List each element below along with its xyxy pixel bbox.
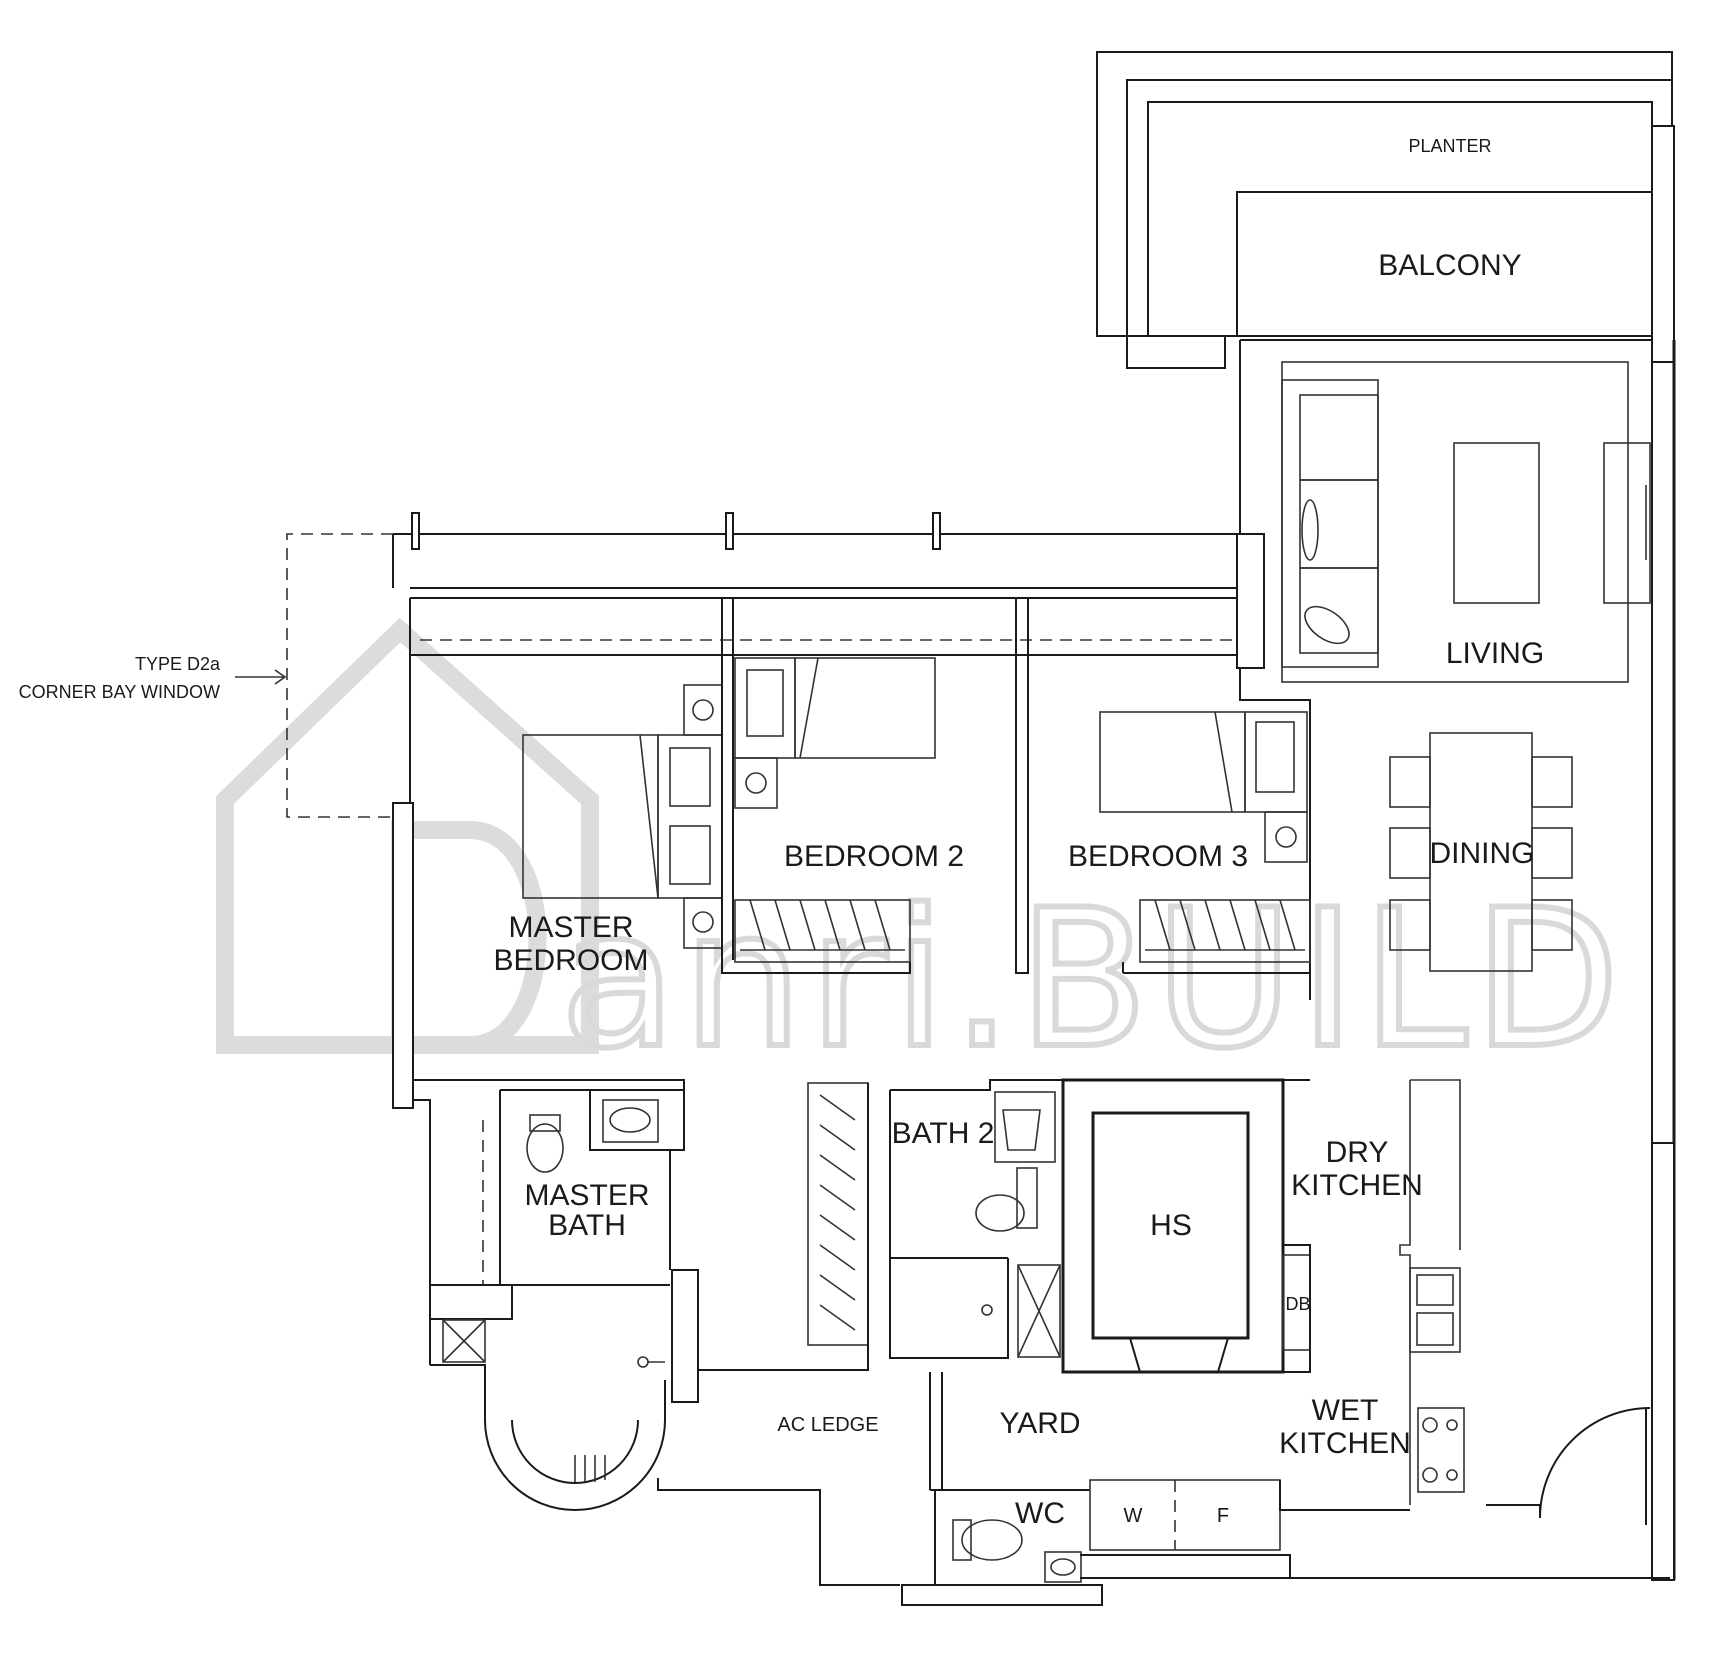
bedroom3-furniture bbox=[1099, 711, 1311, 963]
bath2-block bbox=[698, 1079, 1064, 1372]
bedroom2-furniture bbox=[734, 657, 936, 963]
label-ac-ledge: AC LEDGE bbox=[777, 1414, 878, 1436]
label-dining: DINING bbox=[1430, 837, 1535, 870]
annotation-line2: CORNER BAY WINDOW bbox=[19, 682, 220, 702]
bedroom2-3-partition bbox=[1015, 598, 1029, 974]
label-living: LIVING bbox=[1446, 637, 1544, 670]
bay-window-outline bbox=[286, 533, 393, 818]
room-labels: PLANTER BALCONY LIVING DINING BEDROOM 2 … bbox=[493, 136, 1544, 1530]
label-fridge: F bbox=[1217, 1505, 1229, 1527]
watermark-text: anri.BUILD bbox=[560, 869, 1626, 1090]
label-dry-kitchen-2: KITCHEN bbox=[1291, 1169, 1423, 1202]
label-washer: W bbox=[1124, 1505, 1143, 1527]
annotation-arrow bbox=[235, 669, 287, 685]
service-block bbox=[657, 1372, 1670, 1606]
label-bedroom3: BEDROOM 3 bbox=[1068, 840, 1248, 873]
label-planter: PLANTER bbox=[1408, 136, 1491, 156]
bedroom2-walls bbox=[721, 597, 911, 974]
label-balcony: BALCONY bbox=[1378, 249, 1521, 282]
dining-furniture bbox=[1389, 732, 1573, 972]
outer-walls bbox=[392, 339, 1676, 1581]
hs-block bbox=[1061, 1078, 1311, 1374]
living-furniture bbox=[1281, 361, 1651, 683]
master-bath bbox=[429, 1089, 699, 1511]
label-bath2: BATH 2 bbox=[892, 1117, 995, 1150]
label-master-bath-1: MASTER bbox=[524, 1179, 649, 1212]
label-wet-kitchen-2: KITCHEN bbox=[1279, 1427, 1411, 1460]
bedroom3-walls bbox=[1122, 700, 1311, 974]
balcony-block bbox=[1096, 51, 1675, 369]
watermark-logo bbox=[216, 617, 599, 1054]
label-wc: WC bbox=[1015, 1497, 1065, 1530]
label-bedroom2: BEDROOM 2 bbox=[784, 840, 964, 873]
kitchen-block bbox=[1399, 1079, 1651, 1525]
label-master-bedroom-1: MASTER bbox=[508, 911, 633, 944]
label-yard: YARD bbox=[999, 1407, 1080, 1440]
label-dry-kitchen-1: DRY bbox=[1326, 1136, 1389, 1169]
label-master-bedroom-2: BEDROOM bbox=[493, 944, 648, 977]
annotation-line1: TYPE D2a bbox=[135, 654, 221, 674]
label-wet-kitchen-1: WET bbox=[1312, 1394, 1379, 1427]
label-master-bath-2: BATH bbox=[548, 1209, 626, 1242]
label-hs: HS bbox=[1150, 1209, 1192, 1242]
label-db: DB bbox=[1285, 1294, 1310, 1314]
